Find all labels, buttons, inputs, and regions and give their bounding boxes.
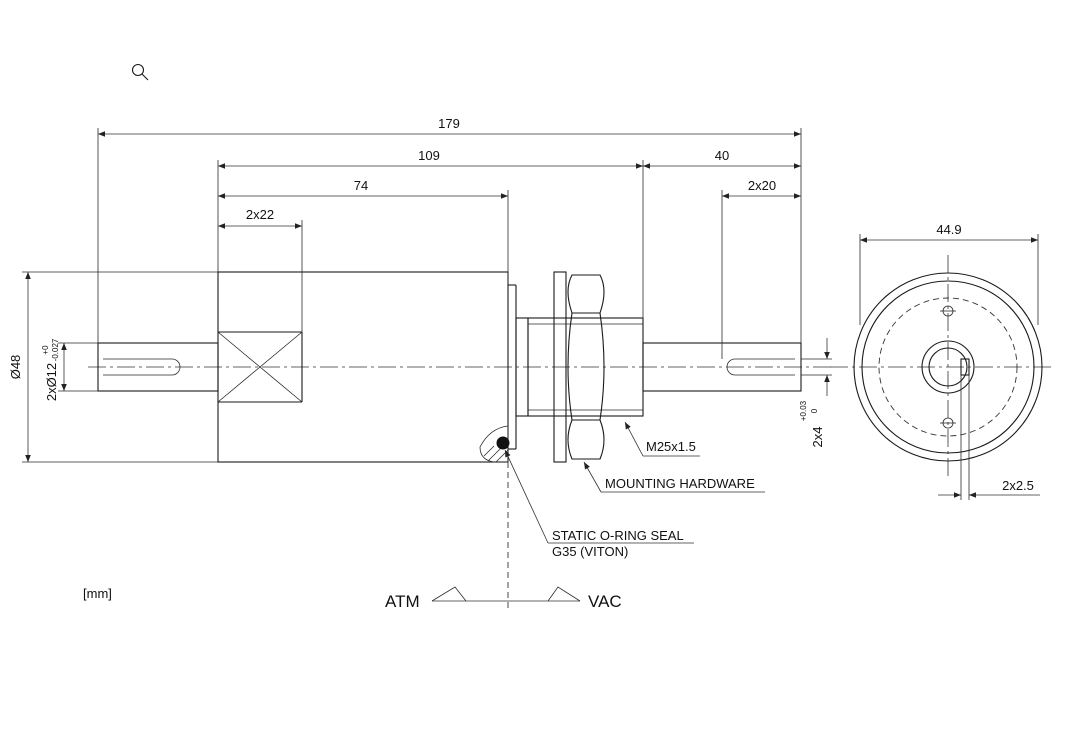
right-keyway [726, 358, 795, 376]
dim-key-4-tol-lower: 0 [810, 408, 819, 413]
mounting-label: MOUNTING HARDWARE [605, 476, 755, 491]
dim-2x20-label: 2x20 [748, 178, 776, 193]
dim-key-4: 2x4 +0.03 0 [799, 338, 832, 447]
dim-2x22: 2x22 [218, 207, 303, 332]
inner-dashed-circle [878, 297, 1018, 437]
atm-vac-boundary: ATM VAC [385, 462, 622, 611]
oring-callout: STATIC O-RING SEAL G35 (VITON) [504, 449, 694, 559]
dim-dia-48-label: Ø48 [8, 355, 23, 380]
dim-179: 179 [97, 116, 802, 343]
dim-2x20: 2x20 [721, 178, 801, 359]
dim-74-label: 74 [354, 178, 368, 193]
dim-key-4-tol-upper: +0.03 [799, 400, 808, 421]
dim-74: 74 [218, 178, 509, 285]
oring-label-1: STATIC O-RING SEAL [552, 528, 684, 543]
atm-label: ATM [385, 592, 420, 611]
dim-key-4-label: 2x4 [810, 427, 825, 448]
mounting-hole-top [940, 305, 956, 317]
dim-109-label: 109 [418, 148, 440, 163]
dim-179-label: 179 [438, 116, 460, 131]
dim-dia-12-tol-lower: -0.027 [51, 338, 60, 361]
housing [217, 271, 517, 463]
dim-dia-48: Ø48 [8, 271, 218, 463]
dim-40-label: 40 [715, 148, 729, 163]
key-slot [960, 358, 970, 376]
hex-nut [567, 274, 605, 460]
vac-label: VAC [588, 592, 622, 611]
dim-dia-12-label: 2xØ12 [44, 363, 59, 401]
dim-109: 109 [217, 148, 644, 318]
left-keyway [103, 358, 181, 376]
mounting-callout: MOUNTING HARDWARE [583, 461, 765, 493]
dim-dia-12-tol-upper: +0 [41, 345, 50, 355]
dim-dia-12: 2xØ12 +0 -0.027 [41, 338, 98, 401]
thread-label: M25x1.5 [646, 439, 696, 454]
dim-2x2-5: 2x2.5 [938, 375, 1040, 500]
dim-44-9-label: 44.9 [936, 222, 961, 237]
magnifier-icon[interactable] [131, 63, 149, 81]
shaft-bore [928, 347, 968, 387]
oring-label-2: G35 (VITON) [552, 544, 628, 559]
dim-2x22-label: 2x22 [246, 207, 274, 222]
flat-cross-2 [217, 331, 303, 403]
washer [553, 271, 567, 463]
outer-flange [853, 272, 1043, 462]
units-label: [mm] [83, 586, 112, 601]
dim-44-9: 44.9 [859, 222, 1039, 325]
o-ring-section [496, 436, 510, 450]
thread-callout: M25x1.5 [624, 421, 700, 457]
dim-40: 40 [643, 148, 801, 169]
dim-2x2-5-label: 2x2.5 [1002, 478, 1034, 493]
side-view: 179 109 40 74 2x20 2 [8, 116, 832, 611]
end-view: 44.9 2x2.5 [830, 222, 1052, 500]
mounting-hole-bottom [940, 417, 956, 429]
